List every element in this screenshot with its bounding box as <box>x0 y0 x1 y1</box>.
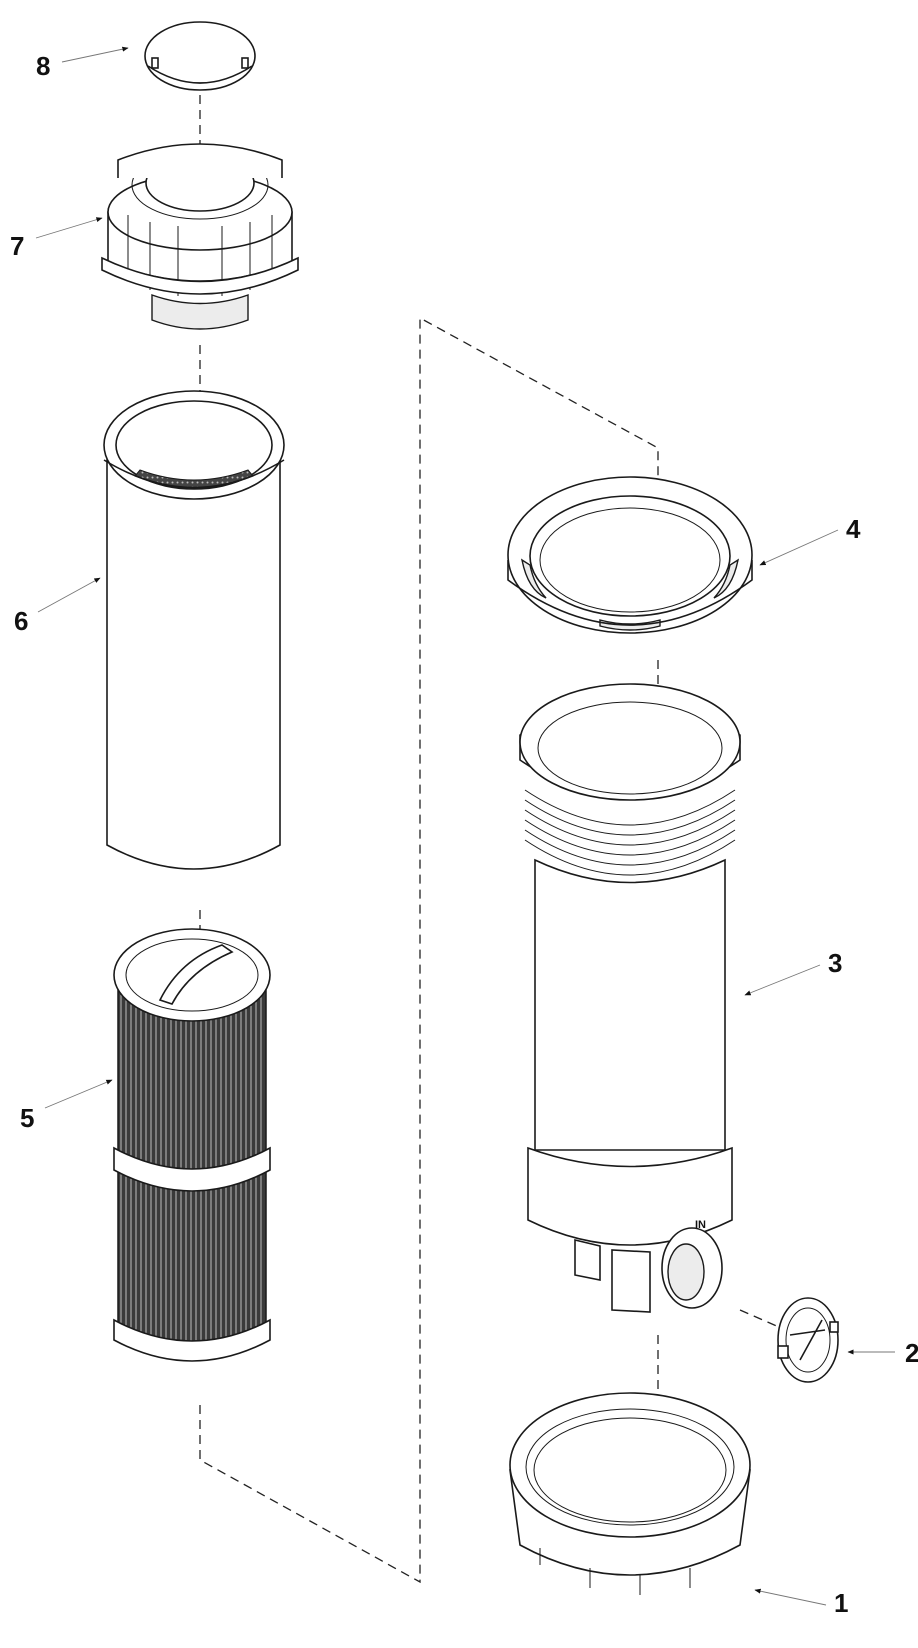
callouts: 1 2 3 4 5 6 7 8 <box>10 46 918 1618</box>
callout-7: 7 <box>10 231 24 261</box>
part-8-cap <box>144 21 256 91</box>
housing-marking: IN <box>695 1219 706 1231</box>
callout-6: 6 <box>14 606 28 636</box>
callout-2: 2 <box>905 1338 918 1368</box>
callout-8: 8 <box>36 51 50 81</box>
callout-3: 3 <box>828 948 842 978</box>
assembly-lines <box>199 80 821 1584</box>
part-5-filter-cartridge <box>113 928 271 1362</box>
part-7-lid <box>101 143 299 330</box>
callout-4: 4 <box>846 514 861 544</box>
part-3-housing: IN <box>519 683 741 1313</box>
part-1-union-nut <box>509 1392 751 1595</box>
part-2-drain-plug <box>777 1297 839 1383</box>
callout-1: 1 <box>834 1588 848 1618</box>
callout-5: 5 <box>20 1103 34 1133</box>
part-4-lock-ring <box>507 476 753 634</box>
part-6-sleeve <box>103 390 285 870</box>
